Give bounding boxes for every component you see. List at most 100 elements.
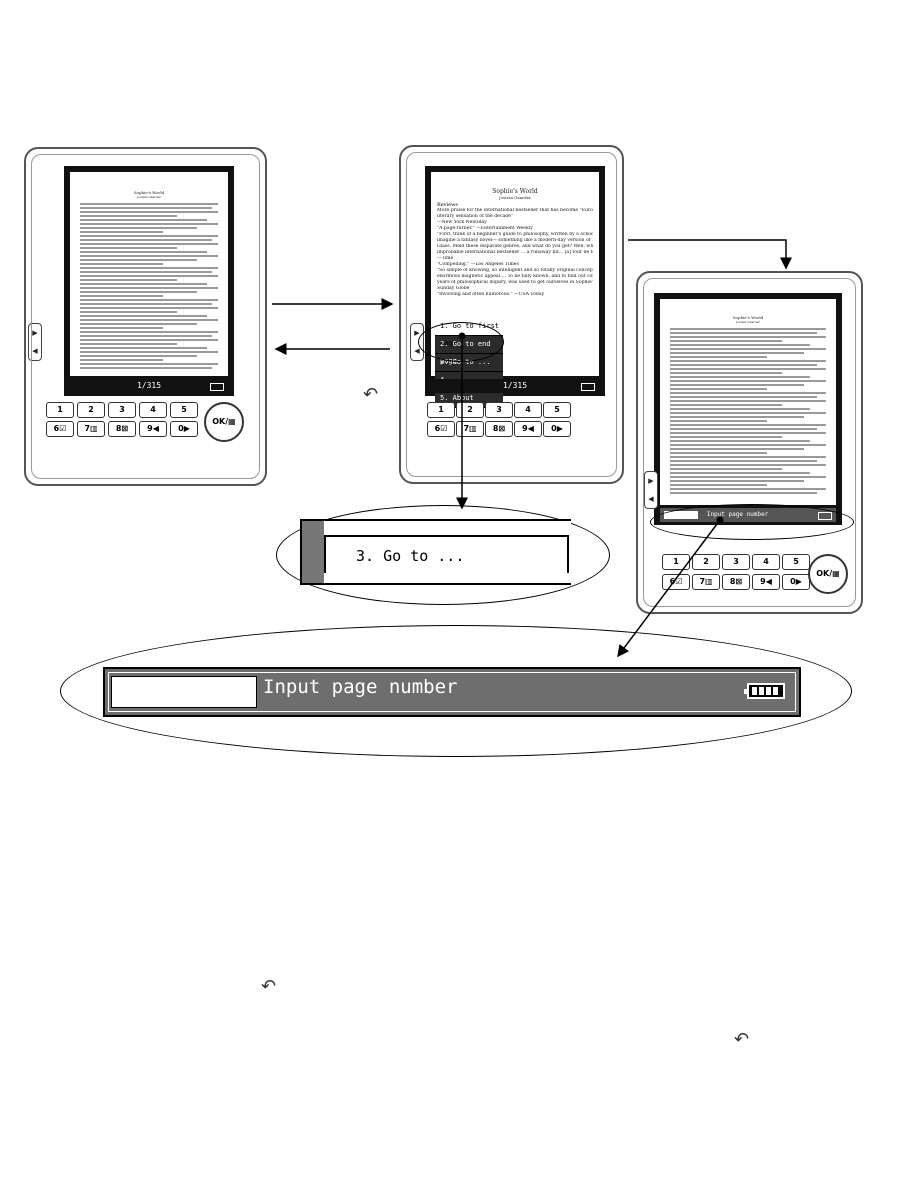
page-turn-buttons[interactable]: ▶ ◀ [28,323,42,361]
book-author: Jostein Gaarder [137,195,161,199]
text-line [670,448,805,450]
menu-item-box[interactable]: 3. Go to ... [324,535,569,573]
text-line [80,359,163,361]
key-0[interactable]: 0▶ [782,574,810,590]
screen: Sophie's World Jostein Gaarder 1/315 [64,166,234,396]
key-9[interactable]: 9◀ [139,421,167,437]
key-4[interactable]: 4 [752,554,780,570]
text-line [670,492,817,494]
key-8[interactable]: 8⊠ [722,574,750,590]
page-prev-icon[interactable]: ◀ [414,347,420,355]
page-next-icon[interactable]: ▶ [414,329,420,337]
page-indicator: 1/315 [502,381,528,390]
text-line [80,203,218,205]
text-line [670,368,826,370]
text-line [670,340,783,342]
page-next-icon[interactable]: ▶ [32,329,38,337]
text-line [80,315,207,317]
text-line [80,355,198,357]
text-line [80,339,218,341]
key-5[interactable]: 5 [782,554,810,570]
key-7[interactable]: 7▥ [456,421,484,437]
text-line [80,303,213,305]
text-line [80,235,218,237]
key-1[interactable]: 1 [46,402,74,418]
text-line [80,307,218,309]
key-8[interactable]: 8⊠ [108,421,136,437]
text-line [80,251,207,253]
key-7[interactable]: 7▥ [77,421,105,437]
text-line [670,348,826,350]
text-line [670,444,826,446]
key-8[interactable]: 8⊠ [485,421,513,437]
key-9[interactable]: 9◀ [514,421,542,437]
key-4[interactable]: 4 [139,402,167,418]
key-3[interactable]: 3 [722,554,750,570]
key-5[interactable]: 5 [170,402,198,418]
text-line [80,267,218,269]
key-4[interactable]: 4 [514,402,542,418]
text-line [80,227,198,229]
key-1[interactable]: 1 [427,402,455,418]
text-line [80,231,163,233]
page-prev-icon[interactable]: ◀ [32,347,38,355]
menu-selection-bar [302,521,324,583]
page-prev-icon[interactable]: ◀ [648,495,654,503]
reviews-heading: Reviews [437,202,458,208]
text-line [670,460,817,462]
key-1[interactable]: 1 [662,554,690,570]
text-line [80,279,177,281]
text-line [80,319,218,321]
battery-icon [744,683,785,699]
text-line [670,332,817,334]
text-line [670,488,826,490]
key-3[interactable]: 3 [108,402,136,418]
excerpt-line: "So simple of knowing, so intelligent an… [437,268,593,273]
zoomed-menu-item: 3. Go to ... [300,519,571,585]
key-5[interactable]: 5 [543,402,571,418]
excerpt-line: —New York Newsday [437,220,487,225]
text-line [80,311,177,313]
page-next-icon[interactable]: ▶ [648,477,654,485]
key-3[interactable]: 3 [485,402,513,418]
book-author: Jostein Gaarder [499,195,531,200]
ereader-device-3: Sophie's World Jostein Gaarder Input pag… [636,271,863,614]
text-line [670,384,805,386]
key-6[interactable]: 6☑ [662,574,690,590]
text-line [670,396,817,398]
text-line [670,400,826,402]
key-0[interactable]: 0▶ [543,421,571,437]
ok-wheel[interactable]: OK/▦ [808,554,848,594]
key-7[interactable]: 7▥ [692,574,720,590]
page-number-input[interactable] [111,676,257,708]
text-line [80,347,207,349]
key-2[interactable]: 2 [692,554,720,570]
key-0[interactable]: 0▶ [170,421,198,437]
excerpt-line: "A page-turner." —Entertainment Weekly [437,226,533,231]
text-line [670,388,767,390]
input-page-number-label: Input page number [263,676,458,698]
text-line [670,392,826,394]
highlight-menu-ellipse [418,322,504,362]
excerpt-line: More praise for the international bestse… [437,208,593,213]
text-line [80,363,218,365]
text-line [80,299,218,301]
back-arrow-icon: ↶ [734,1029,750,1050]
page-indicator: 1/315 [136,381,162,390]
book-title: Sophie's World [732,315,764,320]
text-line [80,211,218,213]
text-line [80,283,207,285]
text-line [670,440,811,442]
ereader-device-2: Sophie's World Jostein Gaarder Reviews M… [399,145,624,484]
key-2[interactable]: 2 [77,402,105,418]
text-line [670,408,811,410]
key-9[interactable]: 9◀ [752,574,780,590]
key-2[interactable]: 2 [456,402,484,418]
text-line [80,323,198,325]
page-turn-buttons[interactable]: ▶ ◀ [644,471,658,509]
ok-wheel[interactable]: OK/▦ [204,402,244,442]
key-6[interactable]: 6☑ [46,421,74,437]
key-6[interactable]: 6☑ [427,421,455,437]
excerpt-line: enormous magnetic appeal ... To be fully… [437,274,593,279]
zoom-status-ellipse [60,625,852,757]
